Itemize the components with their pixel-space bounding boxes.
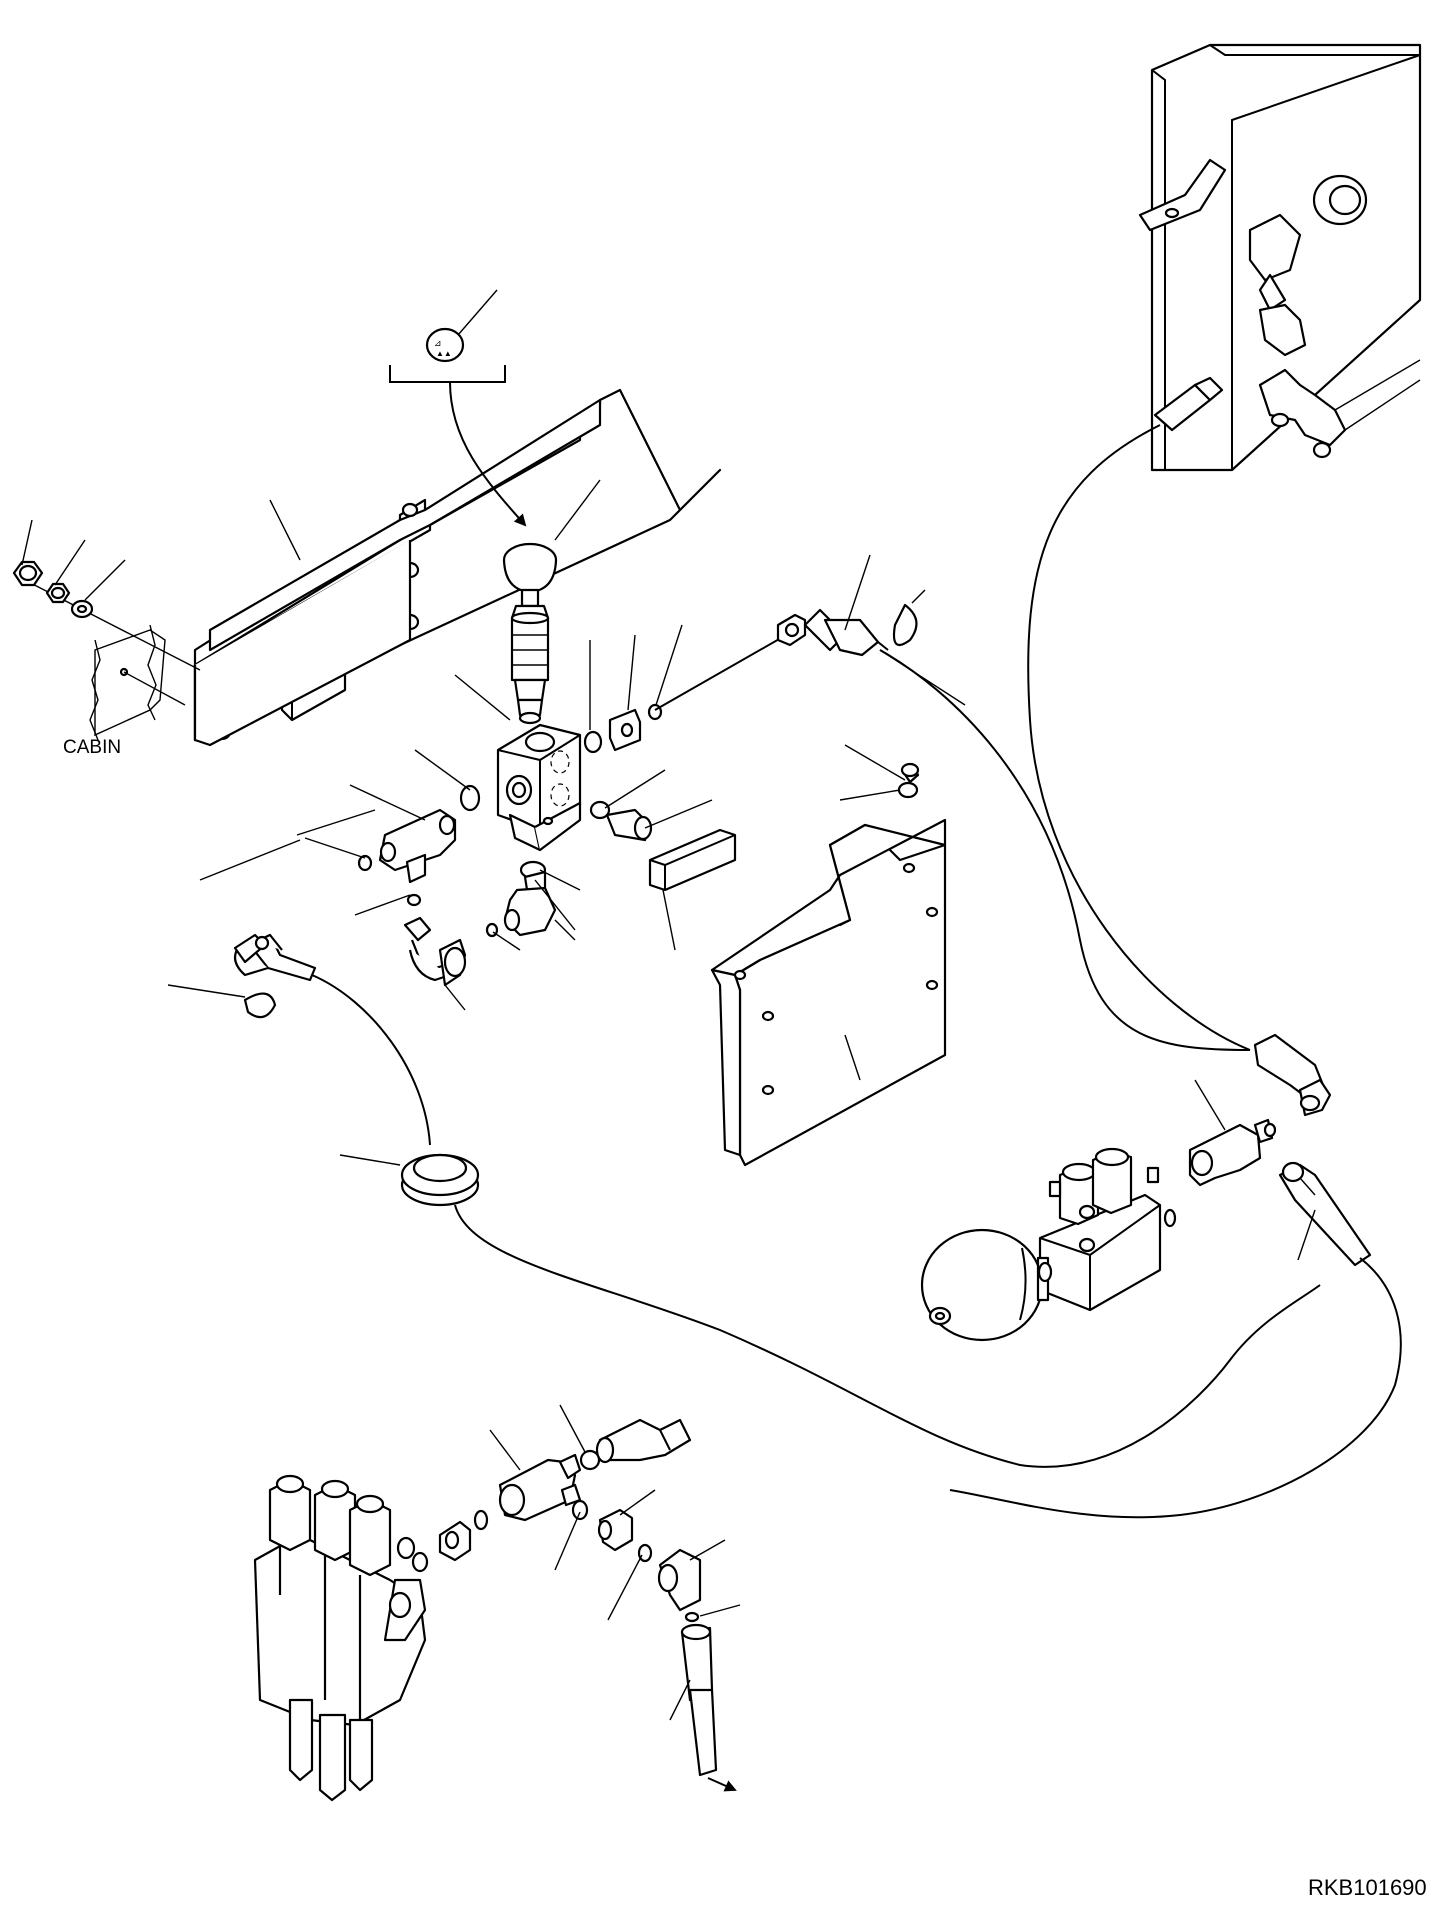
housing-box [1138, 43, 1422, 472]
hose-left [233, 809, 376, 1019]
arrow-down [707, 1777, 737, 1792]
control-valve-bank [253, 1474, 427, 1802]
leader-lines [21, 479, 1316, 1721]
svg-text:⊿: ⊿ [434, 338, 442, 348]
lower-fittings [411, 1418, 718, 1777]
right-fittings [519, 703, 663, 880]
mounting-bracket-right [710, 762, 947, 1167]
tee-fitting-right [1188, 1033, 1372, 1267]
drawing-number: RKB101690 [1308, 1875, 1427, 1900]
hose-left-route [311, 974, 431, 1146]
cabin-label: CABIN [63, 737, 121, 758]
svg-text:▲▲: ▲▲ [436, 349, 452, 358]
grommet [400, 1153, 480, 1207]
hose-housing-to-valve [1027, 424, 1251, 1051]
accumulator-valve-assembly [920, 1147, 1177, 1342]
cabin-wall: CABIN [63, 624, 166, 758]
elbow-fittings-lower [403, 870, 557, 987]
hose-right-loop [949, 1257, 1402, 1519]
hose-upper-route [879, 649, 1251, 1051]
tee-fitting-left [357, 784, 481, 907]
spacer-block [648, 828, 737, 892]
hose-upper [654, 589, 926, 711]
relief-valve-cartridge [502, 542, 558, 725]
valve-block [496, 723, 582, 852]
nut-stack [12, 560, 94, 619]
bolt-centerline [14, 574, 201, 671]
hose-grommet-route [454, 1204, 1321, 1468]
cabin-bracket-plate [193, 388, 722, 747]
torque-callout: ⊿ ▲▲ [389, 289, 527, 527]
